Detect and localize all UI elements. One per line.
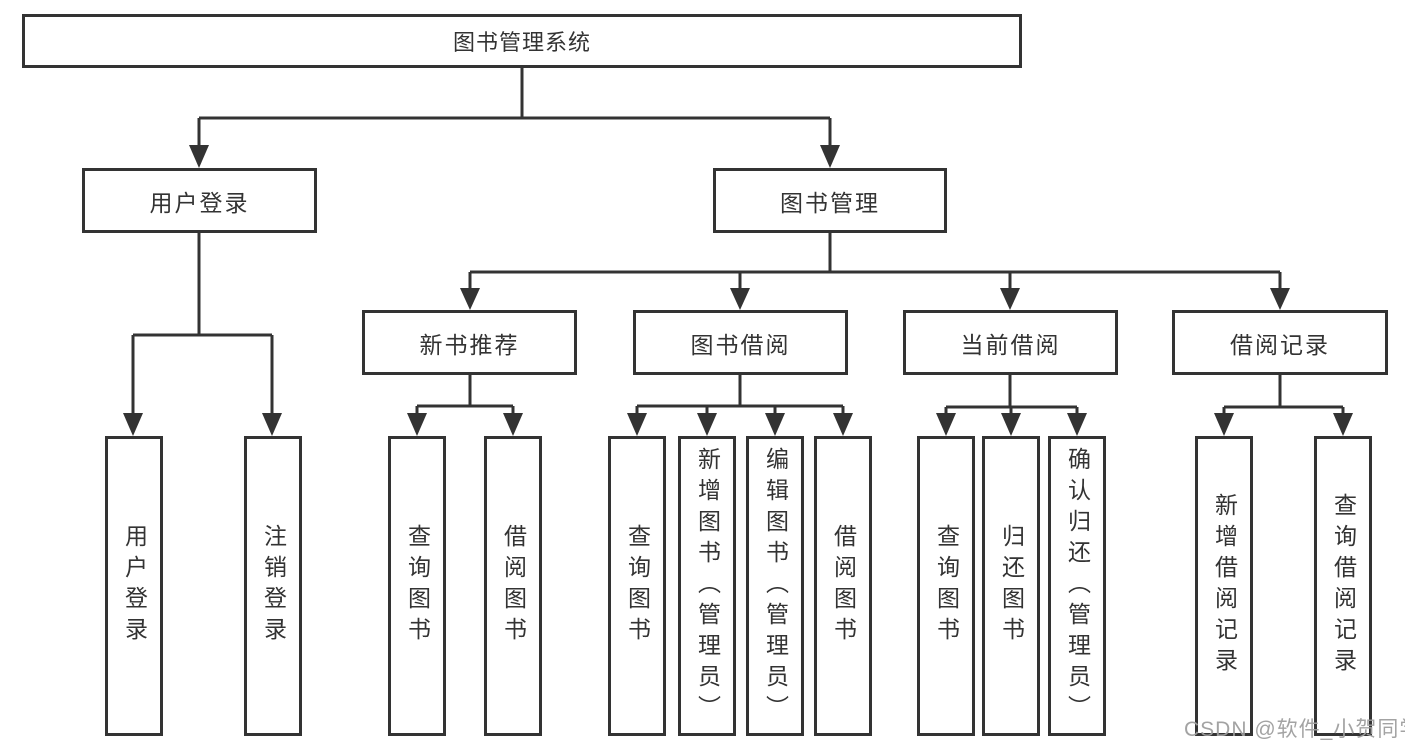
arrowhead-icon xyxy=(262,413,282,436)
connector-book-borrow-to-leaves xyxy=(635,375,845,415)
arrowhead-icon xyxy=(1001,413,1021,436)
node-root: 图书管理系统 xyxy=(22,14,1022,68)
arrowhead-icon xyxy=(1270,288,1290,310)
leaf-query-book-3: 查询图书 xyxy=(917,436,975,736)
leaf-query-book-2: 查询图书 xyxy=(608,436,666,736)
arrowhead-icon xyxy=(460,288,480,310)
node-book-borrow: 图书借阅 xyxy=(633,310,848,375)
leaf-logout: 注销登录 xyxy=(244,436,302,736)
leaf-edit-book-label: 编辑图书（管理员） xyxy=(762,446,789,726)
connector-root-to-level2 xyxy=(197,68,832,147)
arrowhead-icon xyxy=(189,145,209,168)
node-current-borrow: 当前借阅 xyxy=(903,310,1118,375)
node-new-book-recommend-label: 新书推荐 xyxy=(419,331,520,358)
node-borrow-record: 借阅记录 xyxy=(1172,310,1388,375)
connector-borrow-record-to-leaves xyxy=(1222,375,1345,415)
node-book-borrow-label: 图书借阅 xyxy=(690,331,791,358)
arrowhead-icon xyxy=(503,413,523,436)
connector-user-login-to-leaves xyxy=(131,233,274,415)
arrowhead-icon xyxy=(123,413,143,436)
arrowhead-icon xyxy=(1000,288,1020,310)
arrowhead-icon xyxy=(730,288,750,310)
node-user-login: 用户登录 xyxy=(82,168,317,233)
connector-current-borrow-to-leaves xyxy=(944,375,1079,415)
arrowhead-icon xyxy=(936,413,956,436)
leaf-add-borrow-record: 新增借阅记录 xyxy=(1195,436,1253,736)
leaf-query-book-1: 查询图书 xyxy=(388,436,446,736)
leaf-query-book-1-label: 查询图书 xyxy=(404,524,431,648)
leaf-query-book-2-label: 查询图书 xyxy=(624,524,651,648)
leaf-add-borrow-record-label: 新增借阅记录 xyxy=(1211,493,1238,679)
arrowhead-icon xyxy=(1333,413,1353,436)
node-borrow-record-label: 借阅记录 xyxy=(1230,331,1330,358)
arrowhead-icon xyxy=(697,413,717,436)
watermark: CSDN @软件_小贺同学 xyxy=(1184,718,1405,741)
leaf-query-borrow-record-label: 查询借阅记录 xyxy=(1330,493,1357,679)
arrowhead-icon xyxy=(765,413,785,436)
arrowhead-icon xyxy=(407,413,427,436)
arrowhead-icon xyxy=(627,413,647,436)
leaf-borrow-book-2: 借阅图书 xyxy=(814,436,872,736)
leaf-borrow-book-2-label: 借阅图书 xyxy=(830,524,857,648)
connector-book-mgmt-to-level3 xyxy=(468,233,1282,291)
node-user-login-label: 用户登录 xyxy=(149,189,250,216)
leaf-query-borrow-record: 查询借阅记录 xyxy=(1314,436,1372,736)
leaf-return-book-label: 归还图书 xyxy=(998,524,1025,648)
arrowhead-icon xyxy=(833,413,853,436)
leaf-user-login: 用户登录 xyxy=(105,436,163,736)
connector-new-book-to-leaves xyxy=(415,375,515,415)
leaf-add-book: 新增图书（管理员） xyxy=(678,436,736,736)
leaf-add-book-label: 新增图书（管理员） xyxy=(694,446,721,726)
node-current-borrow-label: 当前借阅 xyxy=(960,331,1061,358)
node-root-label: 图书管理系统 xyxy=(452,30,591,55)
leaf-user-login-label: 用户登录 xyxy=(121,524,148,648)
arrowhead-icon xyxy=(1214,413,1234,436)
arrowhead-icon xyxy=(820,145,840,168)
leaf-borrow-book-1-label: 借阅图书 xyxy=(500,524,527,648)
arrowhead-icon xyxy=(1067,413,1087,436)
leaf-query-book-3-label: 查询图书 xyxy=(933,524,960,648)
node-book-mgmt-label: 图书管理 xyxy=(780,189,880,216)
leaf-edit-book: 编辑图书（管理员） xyxy=(746,436,804,736)
leaf-confirm-return-label: 确认归还（管理员） xyxy=(1064,446,1091,726)
node-new-book-recommend: 新书推荐 xyxy=(362,310,577,375)
node-book-mgmt: 图书管理 xyxy=(713,168,947,233)
leaf-confirm-return: 确认归还（管理员） xyxy=(1048,436,1106,736)
leaf-borrow-book-1: 借阅图书 xyxy=(484,436,542,736)
leaf-logout-label: 注销登录 xyxy=(260,524,287,648)
leaf-return-book: 归还图书 xyxy=(982,436,1040,736)
